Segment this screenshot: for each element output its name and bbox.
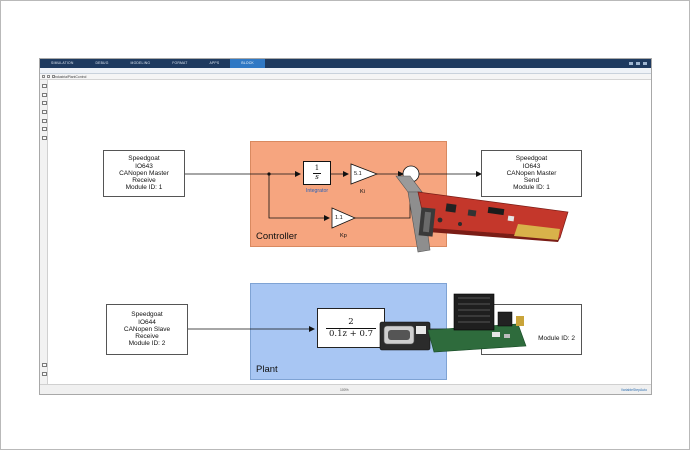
block-line: Speedgoat: [128, 155, 160, 163]
solver-status[interactable]: VariableStepAuto: [620, 388, 647, 392]
ribbon-tabs: SIMULATION DEBUG MODELING FORMAT APPS BL…: [40, 59, 651, 68]
block-line: IO643: [522, 162, 541, 170]
branch-point: [267, 172, 271, 176]
tab-debug[interactable]: DEBUG: [95, 61, 109, 65]
block-line: Module ID: 2: [538, 334, 575, 342]
zoom-icon[interactable]: [41, 93, 47, 97]
fraction-bar: [313, 172, 321, 174]
canopen-master-send-block[interactable]: Speedgoat IO643 CANopen Master Send Modu…: [481, 150, 582, 197]
tab-format[interactable]: FORMAT: [172, 61, 188, 65]
block-line: IO644: [138, 318, 156, 326]
model-canvas[interactable]: 1 s Integrator Controller 2 0.1z + 0.7: [48, 80, 651, 386]
plant-transfer: 2 0.1z + 0.7: [318, 317, 384, 340]
block-palette: [40, 80, 48, 386]
breadcrumb: IndustrialPlantControl: [40, 74, 651, 80]
tab-modeling[interactable]: MODELING: [130, 61, 151, 65]
ki-name: Ki: [360, 189, 365, 195]
property-icon[interactable]: [41, 372, 47, 376]
up-arrow-icon[interactable]: [52, 75, 55, 78]
tab-block[interactable]: BLOCK: [230, 59, 265, 68]
tf-numerator: 2: [348, 317, 354, 327]
block-line: CANopen Master: [506, 169, 557, 177]
status-bar: 100% VariableStepAuto: [40, 384, 651, 394]
area-icon[interactable]: [41, 136, 47, 140]
integrator-transfer: 1 s: [304, 164, 330, 182]
block-line: CANopen Slave: [123, 325, 171, 333]
canopen-slave-receive-block[interactable]: Speedgoat IO644 CANopen Slave Receive Mo…: [106, 304, 188, 355]
block-line: Receive: [135, 333, 159, 341]
help-icon[interactable]: [636, 62, 640, 65]
signal-branch-to-kp[interactable]: [268, 174, 330, 221]
controller-label: Controller: [256, 231, 298, 242]
forward-arrow-icon[interactable]: [47, 75, 50, 78]
integrator-denominator: s: [315, 173, 319, 182]
plant-subsystem[interactable]: 2 0.1z + 0.7 Plant: [250, 283, 447, 380]
fit-view-icon[interactable]: [41, 84, 47, 88]
annotation-icon[interactable]: [41, 119, 47, 123]
block-line: Module ID: 1: [513, 184, 550, 192]
tab-simulation[interactable]: SIMULATION: [51, 61, 74, 65]
breadcrumb-model-name[interactable]: IndustrialPlantControl: [54, 75, 87, 79]
plant-transfer-fcn-block[interactable]: 2 0.1z + 0.7: [317, 308, 385, 348]
ki-value: 5.1: [354, 171, 362, 177]
integrator-caption: Integrator: [305, 188, 329, 194]
pcie-card-photo: [395, 175, 569, 253]
back-arrow-icon[interactable]: [42, 75, 45, 78]
mpcie-card-photo: [379, 293, 527, 353]
hardware-overlay: [379, 175, 569, 353]
integrator-numerator: 1: [314, 164, 320, 172]
kp-gain-block[interactable]: [331, 207, 357, 229]
explorer-icon[interactable]: [41, 363, 47, 367]
window-controls: [629, 62, 651, 65]
comment-icon[interactable]: [41, 110, 47, 114]
tf-denominator: 0.1z + 0.7: [328, 328, 374, 339]
zoom-level[interactable]: 100%: [340, 388, 349, 392]
block-line: IO643: [135, 162, 153, 170]
plant-label: Plant: [256, 364, 278, 375]
canopen-master-receive-block[interactable]: Speedgoat IO643 CANopen Master Receive M…: [103, 150, 185, 197]
image-icon[interactable]: [41, 127, 47, 131]
block-line: Receive: [132, 177, 156, 185]
toolstrip: [40, 68, 651, 74]
heatsink-fins: [458, 297, 490, 323]
minimize-icon[interactable]: [629, 62, 633, 65]
block-line: Module ID: 2: [128, 340, 166, 348]
integrator-block[interactable]: 1 s: [303, 161, 331, 185]
block-line: Module ID: 1: [125, 184, 163, 192]
kp-name: Kp: [340, 233, 347, 239]
block-line: CANopen Master: [119, 169, 169, 177]
ki-gain-block[interactable]: [350, 163, 379, 185]
tab-apps[interactable]: APPS: [209, 61, 220, 65]
fraction-bar: [326, 328, 376, 329]
block-line: Speedgoat: [515, 155, 548, 163]
block-line: Speedgoat: [131, 311, 163, 319]
nav-buttons: [42, 75, 55, 78]
hide-icon[interactable]: [41, 101, 47, 105]
simulink-window: SIMULATION DEBUG MODELING FORMAT APPS BL…: [39, 58, 652, 395]
kp-value: 1.1: [335, 215, 343, 221]
block-line: Send: [523, 177, 540, 185]
expand-icon[interactable]: [643, 62, 647, 65]
